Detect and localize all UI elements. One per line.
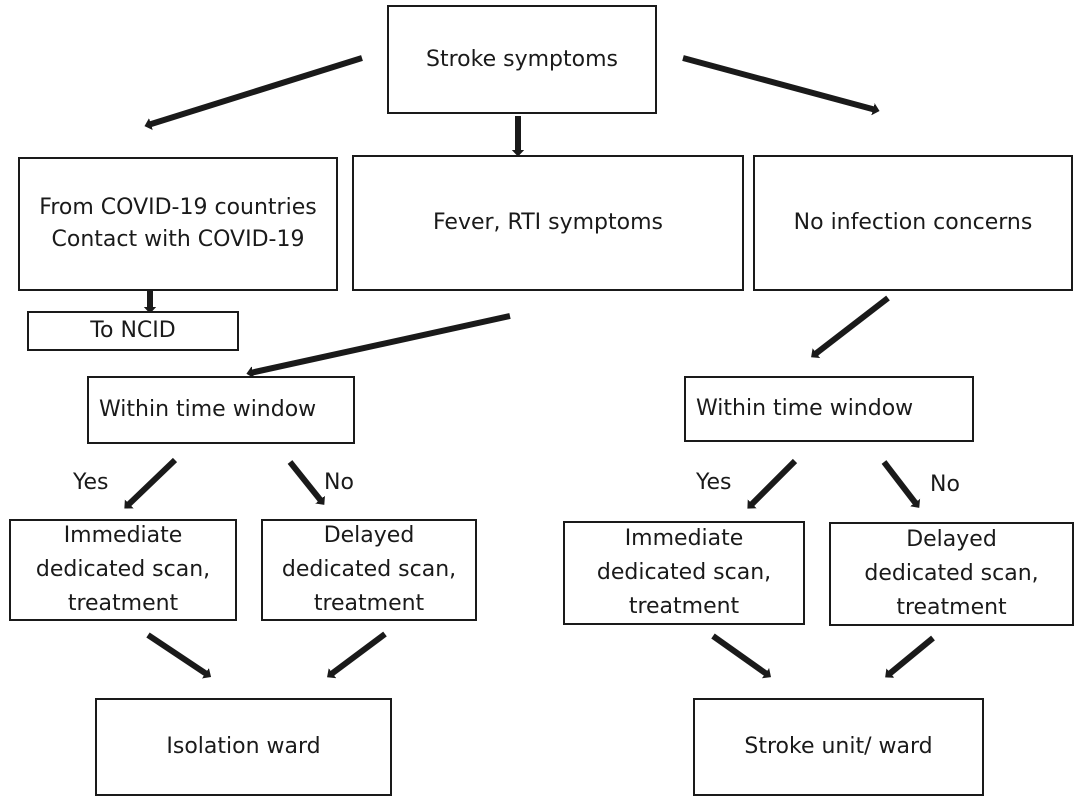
node-to-ncid: To NCID: [27, 311, 239, 351]
arrow-delayed-right-to-stroke-unit: [888, 635, 935, 675]
node-text: Immediate: [63, 523, 183, 548]
node-delayed-left: Delayed dedicated scan, treatment: [261, 519, 477, 621]
node-isolation-ward: Isolation ward: [95, 698, 392, 796]
node-immediate-left: Immediate dedicated scan, treatment: [9, 519, 237, 621]
arrow-delayed-left-to-isolation: [330, 631, 387, 675]
node-delayed-right: Delayed dedicated scan, treatment: [829, 522, 1074, 626]
arrow-window-right-yes: [750, 458, 798, 506]
node-text: Isolation ward: [166, 734, 321, 759]
node-text: Delayed: [323, 523, 415, 548]
edge-label-no-right: No: [930, 472, 960, 497]
node-text: dedicated scan,: [35, 557, 211, 582]
node-text: To NCID: [90, 318, 176, 343]
node-text: Stroke symptoms: [426, 46, 618, 72]
node-text: treatment: [313, 591, 425, 616]
node-immediate-right: Immediate dedicated scan, treatment: [563, 521, 805, 625]
arrow-window-right-no: [881, 460, 917, 505]
node-time-window-left: Within time window: [87, 376, 355, 444]
node-text: No infection concerns: [793, 210, 1033, 235]
node-covid-contact: From COVID-19 countries Contact with COV…: [18, 157, 338, 291]
arrow-noinfection-to-window-right: [814, 295, 890, 355]
node-stroke-symptoms: Stroke symptoms: [387, 5, 657, 114]
arrow-window-left-yes: [127, 457, 178, 506]
arrow-stroke-to-covid: [148, 55, 363, 125]
edge-label-yes-right: Yes: [696, 470, 732, 495]
node-text: treatment: [896, 595, 1007, 620]
node-text: Within time window: [99, 397, 317, 422]
node-text: Stroke unit/ ward: [744, 734, 933, 759]
node-text: dedicated scan,: [864, 561, 1039, 586]
edge-label-no-left: No: [324, 470, 354, 495]
arrow-fever-to-window-left: [250, 313, 511, 373]
node-text: From COVID-19 countries: [39, 195, 317, 220]
node-text: dedicated scan,: [281, 557, 457, 582]
node-text: Immediate: [624, 526, 744, 551]
node-text: dedicated scan,: [596, 560, 772, 585]
node-text: treatment: [67, 591, 179, 616]
node-text: treatment: [628, 594, 740, 619]
edge-label-yes-left: Yes: [73, 470, 109, 495]
node-fever-rti: Fever, RTI symptoms: [352, 155, 744, 291]
node-text: Fever, RTI symptoms: [432, 210, 664, 235]
node-stroke-unit: Stroke unit/ ward: [693, 698, 984, 796]
node-text: Within time window: [696, 396, 914, 421]
node-time-window-right: Within time window: [684, 376, 974, 442]
arrow-immediate-right-to-stroke-unit: [711, 633, 768, 675]
node-no-infection: No infection concerns: [753, 155, 1073, 291]
arrow-immediate-left-to-isolation: [146, 632, 208, 675]
node-text: Contact with COVID-19: [51, 227, 305, 252]
arrow-window-left-no: [287, 460, 322, 502]
arrow-stroke-to-no-infection: [682, 55, 876, 110]
node-text: Delayed: [906, 527, 997, 552]
